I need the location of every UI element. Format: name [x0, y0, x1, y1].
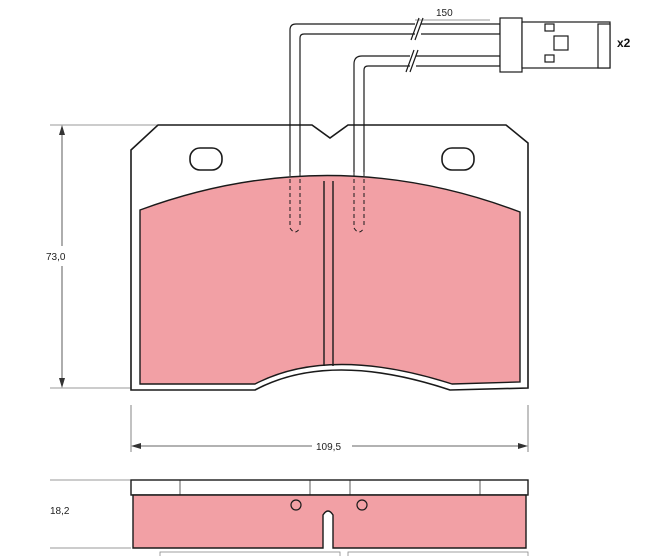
dimension-wire-length: 150 — [415, 8, 490, 21]
side-view-pin-right — [356, 499, 368, 511]
width-label: 109,5 — [316, 442, 341, 453]
dimension-width — [130, 405, 529, 452]
mounting-hole-right — [441, 147, 475, 171]
cropped-bottom-boxes — [159, 551, 529, 556]
side-view-pin-left — [290, 499, 302, 511]
sensor-hidden-lines — [289, 172, 365, 233]
wire-length-label: 150 — [436, 8, 453, 19]
friction-pad — [139, 174, 521, 385]
side-view — [130, 479, 529, 549]
side-view-chamfer-lines — [179, 480, 481, 495]
sensor-connector — [499, 17, 611, 73]
side-view-friction-pad — [132, 494, 527, 549]
quantity-label: x2 — [617, 36, 631, 50]
wire-break-marks — [405, 17, 424, 73]
side-view-backing-plate — [130, 479, 529, 496]
dimension-height — [50, 124, 158, 389]
dimension-thickness — [50, 479, 131, 549]
thickness-label: 18,2 — [50, 506, 70, 517]
height-label: 73,0 — [46, 252, 66, 263]
mounting-hole-left — [189, 147, 223, 171]
